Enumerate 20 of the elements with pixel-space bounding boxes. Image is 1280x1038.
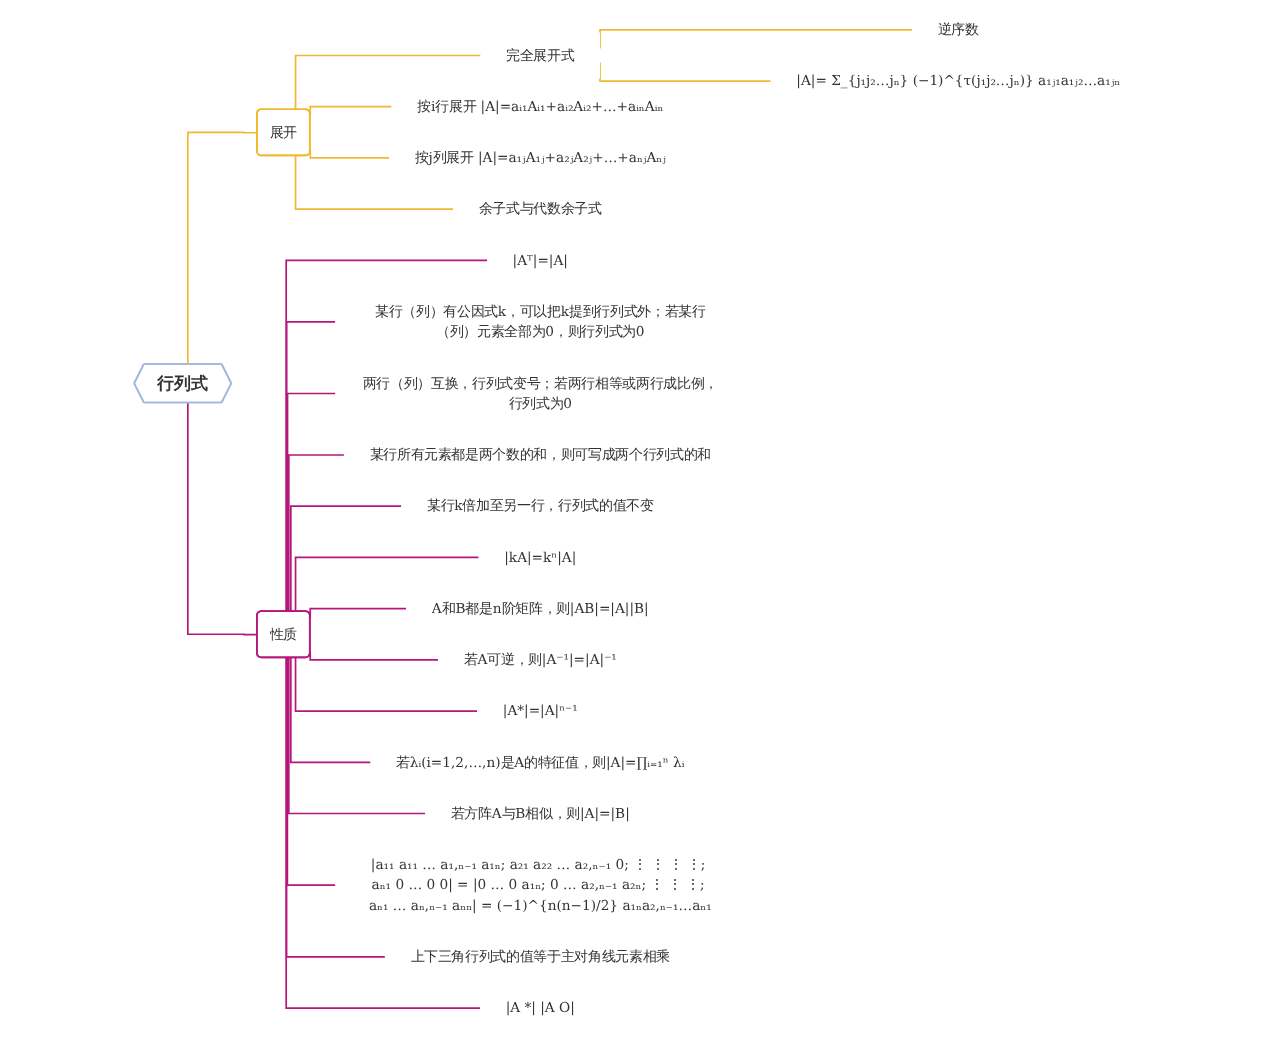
connector (287, 454, 345, 613)
connector (309, 105, 393, 117)
connector (187, 402, 259, 636)
connector (294, 154, 455, 210)
connector (309, 607, 408, 619)
connector (187, 131, 259, 366)
connector (289, 505, 403, 613)
connector (287, 656, 427, 815)
connector (309, 651, 439, 661)
connector (285, 656, 386, 958)
connector (285, 259, 488, 613)
connector (294, 54, 482, 111)
connector (294, 556, 480, 613)
connector (286, 392, 337, 613)
connector (289, 656, 372, 764)
connector (294, 656, 479, 712)
connector (309, 149, 390, 159)
connector (285, 656, 481, 1009)
connector (285, 320, 337, 613)
connector (286, 656, 337, 887)
